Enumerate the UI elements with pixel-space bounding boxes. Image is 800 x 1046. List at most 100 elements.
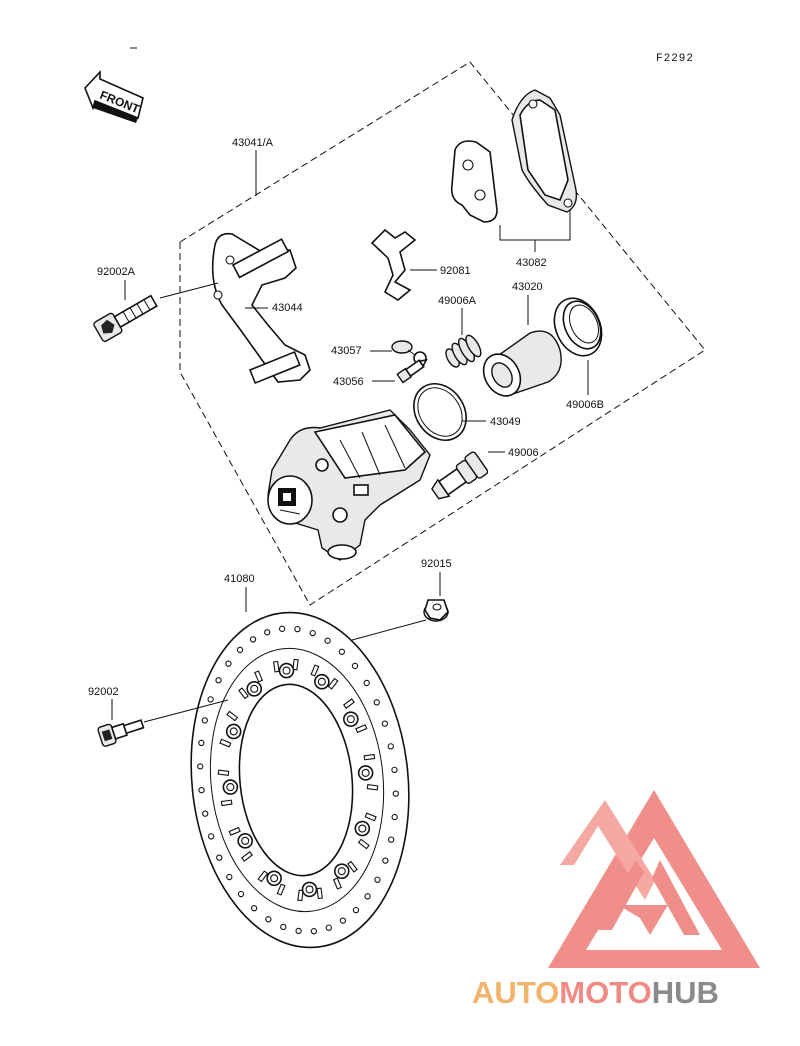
- disc-slot: [238, 687, 249, 700]
- disc-mount-hole-inner: [229, 727, 238, 736]
- disc-drill-hole: [391, 766, 398, 774]
- disc-drill-hole: [207, 696, 214, 703]
- flange-nut: [423, 599, 449, 622]
- leader-nut-to-disc: [351, 619, 427, 641]
- dust-boot: [445, 334, 482, 368]
- label-43020: 43020: [512, 281, 543, 293]
- disc-slot: [310, 664, 320, 677]
- label-92081: 92081: [440, 265, 471, 277]
- disc-drill-hole: [387, 743, 394, 750]
- pad-spring: [370, 228, 417, 301]
- disc-slot: [327, 677, 339, 690]
- bolt-92002A: [93, 294, 158, 342]
- disc-drill-hole: [382, 857, 389, 864]
- disc-drill-hole: [215, 677, 222, 684]
- disc-drill-hole: [264, 629, 271, 636]
- disc-slot: [364, 812, 377, 822]
- disc-drill-hole: [237, 890, 245, 898]
- disc-mount-hole-inner: [337, 867, 346, 876]
- disc-drill-hole: [339, 917, 347, 924]
- disc-drill-hole: [225, 660, 232, 667]
- disc-drill-hole: [251, 905, 258, 912]
- disc-drill-hole: [374, 876, 381, 883]
- disc-drill-hole: [391, 813, 398, 821]
- o-ring: [413, 383, 467, 441]
- disc-drill-hole: [352, 906, 360, 914]
- label-49006A: 49006A: [438, 295, 477, 307]
- disc-slot: [355, 724, 368, 734]
- disc-mount-hole-inner: [241, 836, 250, 845]
- disc-slot: [347, 860, 358, 873]
- disc-drill-hole: [381, 720, 388, 727]
- disc-slot: [241, 851, 253, 862]
- disc-slot: [316, 887, 323, 900]
- disc-drill-hole: [280, 923, 287, 931]
- piston-seal: [553, 297, 603, 357]
- disc-drill-hole: [338, 648, 345, 655]
- disc-slot: [217, 769, 230, 776]
- disc-drill-hole: [392, 790, 399, 797]
- leader-bolt-to-disc: [143, 699, 229, 723]
- disc-slot: [228, 826, 241, 836]
- disc-drill-hole: [226, 873, 233, 881]
- watermark-hub: HUB: [652, 975, 719, 1010]
- disc-drill-hole: [278, 625, 286, 632]
- disc-drill-hole: [198, 786, 205, 794]
- watermark-text: AUTOMOTOHUB: [472, 975, 719, 1010]
- label-43056: 43056: [333, 376, 364, 388]
- disc-drill-hole: [197, 763, 204, 770]
- disc-slot: [292, 658, 299, 671]
- disc-slot: [226, 710, 239, 722]
- disc-slot: [366, 784, 379, 791]
- disc-drill-hole: [324, 637, 331, 644]
- watermark-moto: MOTO: [559, 975, 651, 1010]
- figure-code: F2292: [656, 53, 694, 65]
- disc-drill-hole: [310, 928, 318, 935]
- disc-drill-hole: [202, 810, 209, 817]
- disc-slot: [363, 753, 376, 761]
- label-49006: 49006: [508, 447, 539, 459]
- caliper-body: [267, 409, 431, 561]
- disc-drill-hole: [236, 646, 244, 654]
- disc-slot: [343, 698, 355, 709]
- label-43044: 43044: [272, 302, 303, 314]
- disc-drill-hole: [265, 916, 272, 923]
- disc-mount-hole-inner: [282, 666, 291, 675]
- leader-43082-bracket: [499, 210, 571, 241]
- label-43041A: 43041/A: [232, 137, 274, 149]
- disc-drill-hole: [201, 717, 208, 724]
- watermark-auto: AUTO: [472, 975, 559, 1010]
- disc-mount-hole-inner: [346, 715, 355, 724]
- disc-drill-hole: [198, 739, 205, 747]
- disc-drill-hole: [351, 662, 359, 670]
- disc-drill-hole: [309, 629, 316, 637]
- label-43082: 43082: [516, 257, 547, 269]
- disc-mount-hole-inner: [358, 824, 367, 833]
- label-41080: 41080: [224, 573, 255, 585]
- label-92002: 92002: [88, 686, 119, 698]
- disc-mount-hole-inner: [305, 885, 314, 894]
- disc-drill-hole: [208, 833, 215, 840]
- caliper-bracket: [211, 232, 311, 385]
- disc-drill-hole: [325, 924, 332, 931]
- disc-slot: [257, 870, 269, 883]
- label-92002A: 92002A: [97, 266, 136, 278]
- disc-slot: [332, 877, 342, 890]
- disc-drill-hole: [249, 636, 257, 643]
- disc-mount-hole-inner: [361, 768, 370, 777]
- disc-slot: [219, 738, 232, 748]
- disc-drill-hole: [363, 679, 370, 687]
- disc-drill-hole: [388, 836, 395, 843]
- brake-piston: [482, 330, 562, 397]
- disc-drill-hole: [294, 625, 301, 633]
- disc-slot: [254, 670, 264, 683]
- brake-pad-pair: [450, 89, 578, 223]
- label-43049: 43049: [490, 416, 521, 428]
- disc-bolt: [97, 719, 145, 747]
- disc-mount-hole-inner: [226, 783, 235, 792]
- automotohub-logo: [548, 790, 760, 968]
- disc-mount-hole-inner: [317, 677, 326, 686]
- bleed-valve: [396, 359, 428, 384]
- slide-pin: [431, 451, 489, 500]
